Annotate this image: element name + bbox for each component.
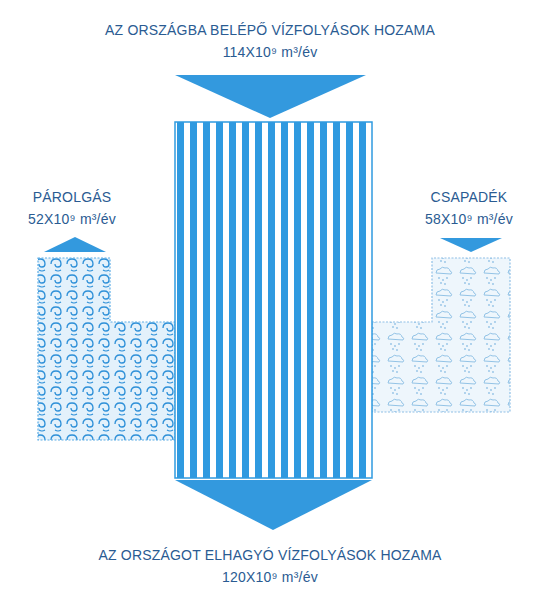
evaporation-block	[38, 258, 175, 440]
flow-title: PÁROLGÁS	[28, 186, 116, 208]
evaporation-arrow	[44, 237, 106, 252]
flow-value: 52X10⁹ m³/év	[28, 208, 116, 230]
evaporation-label-group: PÁROLGÁS52X10⁹ m³/év	[28, 186, 116, 230]
outflow-arrow	[175, 480, 372, 530]
flow-value: 58X10⁹ m³/év	[425, 208, 513, 230]
flow-title: CSAPADÉK	[425, 186, 513, 208]
precipitation-arrow	[440, 238, 502, 252]
flow-title: AZ ORSZÁGBA BELÉPŐ VÍZFOLYÁSOK HOZAMA	[105, 19, 435, 41]
precipitation-label-group: CSAPADÉK58X10⁹ m³/év	[425, 186, 513, 230]
inflow-arrow	[175, 75, 366, 118]
inflow-label-group: AZ ORSZÁGBA BELÉPŐ VÍZFOLYÁSOK HOZAMA114…	[105, 19, 435, 63]
river-flow-band	[175, 122, 372, 478]
outflow-label-group: AZ ORSZÁGOT ELHAGYÓ VÍZFOLYÁSOK HOZAMA12…	[98, 544, 441, 588]
flow-value: 120X10⁹ m³/év	[98, 566, 441, 588]
flow-value: 114X10⁹ m³/év	[105, 41, 435, 63]
precipitation-block	[372, 258, 510, 412]
flow-title: AZ ORSZÁGOT ELHAGYÓ VÍZFOLYÁSOK HOZAMA	[98, 544, 441, 566]
